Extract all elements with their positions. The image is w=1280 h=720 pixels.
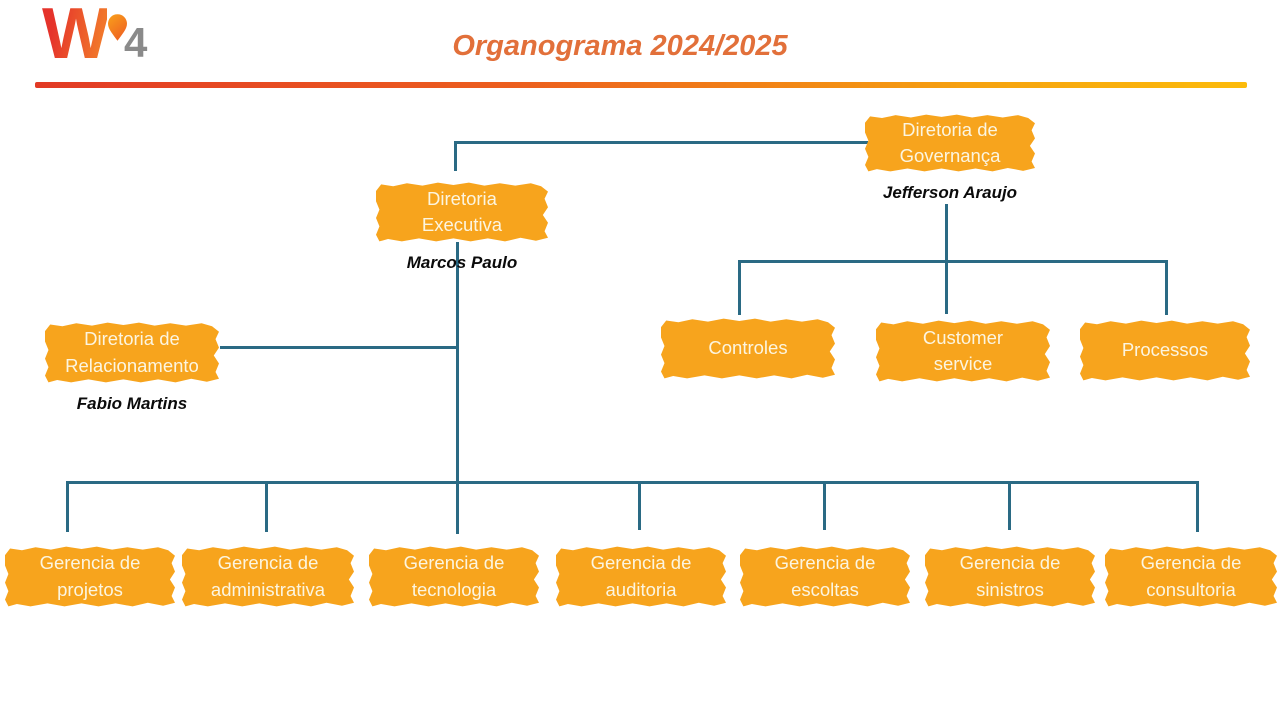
node-gerencia-auditoria-box: Gerencia de auditoria <box>556 546 726 607</box>
gradient-divider <box>35 82 1247 88</box>
node-gerencia-consultoria-box: Gerencia de consultoria <box>1105 546 1277 607</box>
connector-gerencias-h <box>66 481 1199 484</box>
node-gerencia-projetos-box: Gerencia de projetos <box>5 546 175 607</box>
node-label-line1: Gerencia de <box>1140 552 1242 574</box>
node-label-line1: Gerencia de <box>217 552 319 574</box>
connector-executiva-trunk-v <box>456 242 459 534</box>
connector-relacionamento-h <box>220 346 459 349</box>
node-gerencia-tecnologia-box: Gerencia de tecnologia <box>369 546 539 607</box>
node-label-line1: Diretoria de <box>84 328 180 350</box>
node-executiva-person: Marcos Paulo <box>406 253 518 272</box>
connector-administrativa-drop-v <box>265 481 268 532</box>
connector-processos-drop-v <box>1165 260 1168 315</box>
node-label-line1: Diretoria <box>427 187 497 209</box>
node-label-line2: Relacionamento <box>65 354 199 376</box>
node-label-line2: Governança <box>899 145 1001 166</box>
node-label-line1: Gerencia de <box>39 552 141 574</box>
node-label-line2: service <box>933 353 993 374</box>
connector-escoltas-drop-v <box>823 481 826 530</box>
node-governanca: Diretoria de Governança Jefferson Araujo <box>865 114 1035 202</box>
node-gerencia-tecnologia: Gerencia de tecnologia <box>369 546 539 607</box>
connector-projetos-drop-v <box>66 481 69 532</box>
node-label-line1: Gerencia de <box>774 552 876 574</box>
node-label-line2: tecnologia <box>411 578 497 600</box>
node-executiva-box: Diretoria Executiva <box>376 182 548 242</box>
node-gerencia-sinistros-box: Gerencia de sinistros <box>925 546 1095 607</box>
node-gerencia-consultoria: Gerencia de consultoria <box>1105 546 1277 607</box>
connector-governanca-executiva-v <box>454 141 457 171</box>
node-gerencia-sinistros: Gerencia de sinistros <box>925 546 1095 607</box>
connector-sinistros-drop-v <box>1008 481 1011 530</box>
connector-governanca-down-v <box>945 204 948 314</box>
node-governanca-person: Jefferson Araujo <box>882 183 1018 202</box>
node-label-line1: Gerencia de <box>959 552 1061 574</box>
node-gerencia-escoltas-box: Gerencia de escoltas <box>740 546 910 607</box>
node-gerencia-administrativa: Gerencia de administrativa <box>182 546 354 607</box>
node-processos: Processos <box>1080 320 1250 381</box>
node-label-line1: Controles <box>708 337 788 359</box>
node-customer-service: Customer service <box>876 320 1050 382</box>
connector-governanca-children-h <box>738 260 1168 263</box>
node-label-line2: projetos <box>57 578 123 600</box>
logo-teardrop-icon <box>108 14 127 41</box>
logo-w-letter: W <box>42 0 110 74</box>
node-label-line2: escoltas <box>791 578 859 600</box>
node-label-line1: Gerencia de <box>403 552 505 574</box>
logo-number: 4 <box>124 19 148 66</box>
node-controles-box: Controles <box>661 318 835 379</box>
node-relacionamento-box: Diretoria de Relacionamento <box>45 322 219 383</box>
node-label-line2: consultoria <box>1146 578 1236 600</box>
w4-logo: W 4 <box>36 0 166 78</box>
node-governanca-box: Diretoria de Governança <box>865 114 1035 172</box>
node-controles: Controles <box>661 318 835 379</box>
node-label-line2: Executiva <box>421 214 503 235</box>
node-label-line2: auditoria <box>605 578 677 600</box>
node-relacionamento: Diretoria de Relacionamento Fabio Martin… <box>45 322 219 413</box>
node-gerencia-administrativa-box: Gerencia de administrativa <box>182 546 354 607</box>
connector-governanca-executiva-h <box>454 141 868 144</box>
slide-title: Organograma 2024/2025 <box>452 30 788 62</box>
node-label-line1: Processos <box>1121 339 1209 361</box>
node-processos-box: Processos <box>1080 320 1250 381</box>
connector-controles-drop-v <box>738 260 741 315</box>
node-label-line1: Diretoria de <box>902 118 998 140</box>
node-label-line1: Gerencia de <box>590 552 692 574</box>
node-gerencia-auditoria: Gerencia de auditoria <box>556 546 726 607</box>
node-label-line2: administrativa <box>210 578 326 600</box>
node-label-line2: sinistros <box>976 578 1044 600</box>
node-executiva: Diretoria Executiva Marcos Paulo <box>376 182 548 272</box>
node-label-line1: Customer <box>922 326 1004 348</box>
connector-auditoria-drop-v <box>638 481 641 530</box>
node-relacionamento-person: Fabio Martins <box>76 394 188 413</box>
node-gerencia-escoltas: Gerencia de escoltas <box>740 546 910 607</box>
node-gerencia-projetos: Gerencia de projetos <box>5 546 175 607</box>
connector-consultoria-drop-v <box>1196 481 1199 532</box>
node-customer-service-box: Customer service <box>876 320 1050 382</box>
